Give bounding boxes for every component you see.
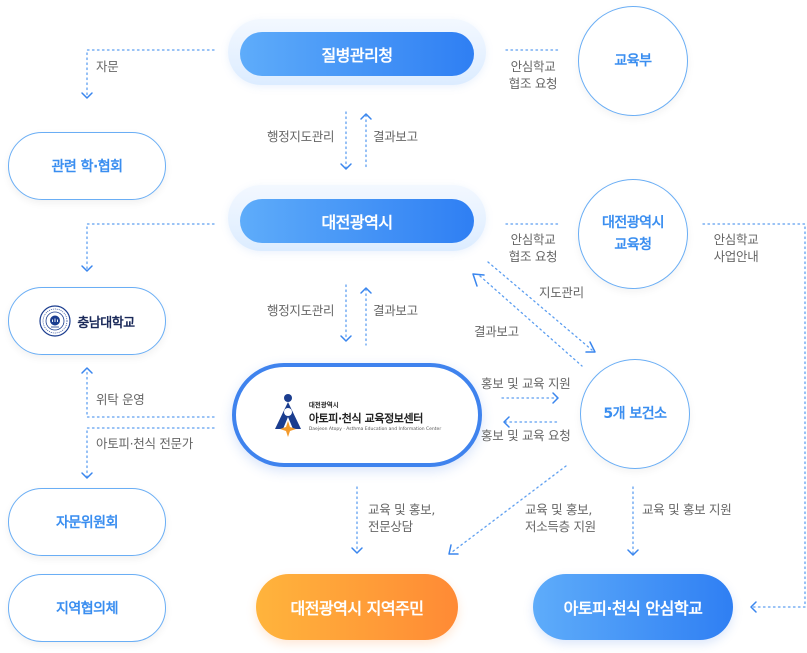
label-edu-school-line2: 사업안내: [713, 249, 759, 264]
label-kdca-moe-line2: 협조 요청: [508, 76, 558, 91]
edge-city-up: [360, 287, 372, 346]
label-kdca-moe: 안심학교 협조 요청: [505, 58, 561, 92]
moe-label: 교육부: [614, 53, 652, 69]
atopy-center-name: 아토피·천식 교육정보센터: [308, 411, 424, 425]
cnu-emblem-icon: [39, 305, 71, 337]
safe-school-label: 아토피·천식 안심학교: [563, 599, 703, 618]
label-edu-school: 안심학교 사업안내: [708, 231, 764, 265]
daejeon-edu-office-label-line1: 대전광역시: [602, 215, 664, 231]
daejeon-city-node[interactable]: 대전광역시: [240, 199, 474, 243]
label-city-up: 결과보고: [373, 303, 418, 318]
advisory-committee-label: 자문위원회: [56, 515, 118, 531]
daejeon-edu-office-node[interactable]: 대전광역시 교육청: [578, 179, 688, 289]
label-advice: 자문: [96, 59, 119, 74]
label-health-residents-line2: 저소득층 지원: [525, 519, 596, 534]
label-city-down: 행정지도관리: [267, 303, 335, 318]
regional-council-label: 지역협의체: [56, 601, 118, 617]
moe-node[interactable]: 교육부: [578, 6, 688, 116]
label-health-school: 교육 및 홍보 지원: [642, 502, 732, 517]
cnu-node[interactable]: 충남대학교: [8, 287, 166, 355]
residents-node[interactable]: 대전광역시 지역주민: [256, 574, 458, 640]
edge-city-health-up: [472, 273, 583, 367]
kdca-node[interactable]: 질병관리청: [240, 32, 474, 76]
label-city-health-up: 결과보고: [474, 324, 519, 339]
label-city-edu-line1: 안심학교: [510, 232, 556, 247]
edge-kdca-up: [360, 113, 372, 171]
associations-node[interactable]: 관련 학·협회: [8, 132, 166, 200]
edge-entrust: [81, 367, 215, 418]
kdca-label: 질병관리청: [321, 46, 393, 65]
edge-city-cnu: [81, 223, 215, 272]
regional-council-node[interactable]: 지역협의체: [8, 574, 166, 642]
health-centers-label: 5개 보건소: [603, 406, 667, 422]
residents-label: 대전광역시 지역주민: [290, 599, 424, 618]
label-entrust: 위탁 운영: [96, 392, 145, 407]
label-expert: 아토피·천식 전문가: [96, 436, 193, 451]
label-health-residents: 교육 및 홍보, 저소득층 지원: [525, 501, 596, 535]
edge-edu-school: [702, 223, 806, 613]
label-city-edu: 안심학교 협조 요청: [505, 231, 561, 265]
label-health-to-center: 홍보 및 교육 요청: [481, 428, 571, 443]
label-edu-school-line1: 안심학교: [713, 232, 759, 247]
label-kdca-down: 행정지도관리: [267, 129, 335, 144]
edge-health-center: [503, 416, 561, 428]
edge-kdca-down: [340, 111, 352, 170]
label-health-residents-line1: 교육 및 홍보,: [525, 502, 593, 517]
health-centers-node[interactable]: 5개 보건소: [580, 359, 690, 469]
edge-advice: [81, 49, 215, 99]
label-kdca-up: 결과보고: [373, 129, 418, 144]
atopy-center-node[interactable]: 대전광역시 아토피·천식 교육정보센터 Daejeon Atopy · Asth…: [232, 363, 482, 467]
edge-health-residents: [448, 465, 567, 555]
associations-label: 관련 학·협회: [51, 159, 123, 175]
edge-city-health-down: [487, 261, 596, 353]
edge-city-down: [340, 284, 352, 342]
atopy-center-logo-icon: [273, 393, 303, 437]
atopy-center-english: Daejeon Atopy · Asthma Education and Inf…: [308, 426, 442, 432]
label-kdca-moe-line1: 안심학교: [510, 59, 556, 74]
cnu-label: 충남대학교: [77, 315, 135, 331]
edge-center-health: [501, 392, 559, 404]
safe-school-node[interactable]: 아토피·천식 안심학교: [533, 574, 733, 640]
label-city-health-down: 지도관리: [539, 285, 584, 300]
edge-center-residents: [351, 486, 363, 554]
label-city-edu-line2: 협조 요청: [508, 249, 558, 264]
label-center-to-health: 홍보 및 교육 지원: [481, 376, 571, 391]
edge-expert: [81, 427, 215, 479]
daejeon-edu-office-label-line2: 교육청: [614, 237, 652, 253]
label-center-residents-line1: 교육 및 홍보,: [368, 502, 436, 517]
edge-health-school: [627, 486, 639, 556]
advisory-committee-node[interactable]: 자문위원회: [8, 488, 166, 556]
label-center-residents-line2: 전문상담: [368, 519, 413, 534]
atopy-center-org: 대전광역시: [308, 400, 339, 409]
daejeon-city-label: 대전광역시: [321, 213, 393, 232]
label-center-residents: 교육 및 홍보, 전문상담: [368, 501, 435, 535]
